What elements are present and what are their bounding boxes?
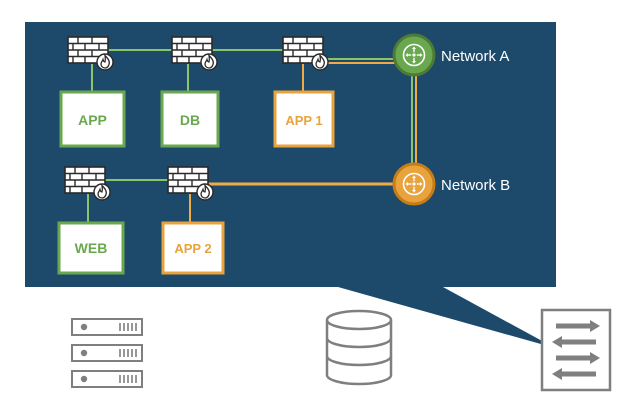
switch-icon	[540, 308, 612, 392]
network-b-label: Network B	[441, 177, 510, 194]
app-box-app: APP	[59, 90, 126, 148]
app-box-label: DB	[180, 112, 200, 128]
network-a-node: Network A	[392, 33, 509, 77]
app-box-label: APP 2	[174, 241, 211, 256]
database-icon	[325, 309, 393, 386]
network-b-node: Network B	[392, 162, 510, 206]
app-box-app2: APP 2	[161, 221, 225, 275]
app-box-web: WEB	[57, 221, 125, 275]
app-box-db: DB	[160, 90, 220, 148]
server-rack-icon	[71, 318, 143, 388]
app-box-label: APP	[78, 112, 107, 128]
app-box-label: WEB	[75, 240, 108, 256]
app-box-app1: APP 1	[273, 90, 335, 148]
network-a-label: Network A	[441, 48, 509, 65]
app-box-label: APP 1	[285, 113, 322, 128]
